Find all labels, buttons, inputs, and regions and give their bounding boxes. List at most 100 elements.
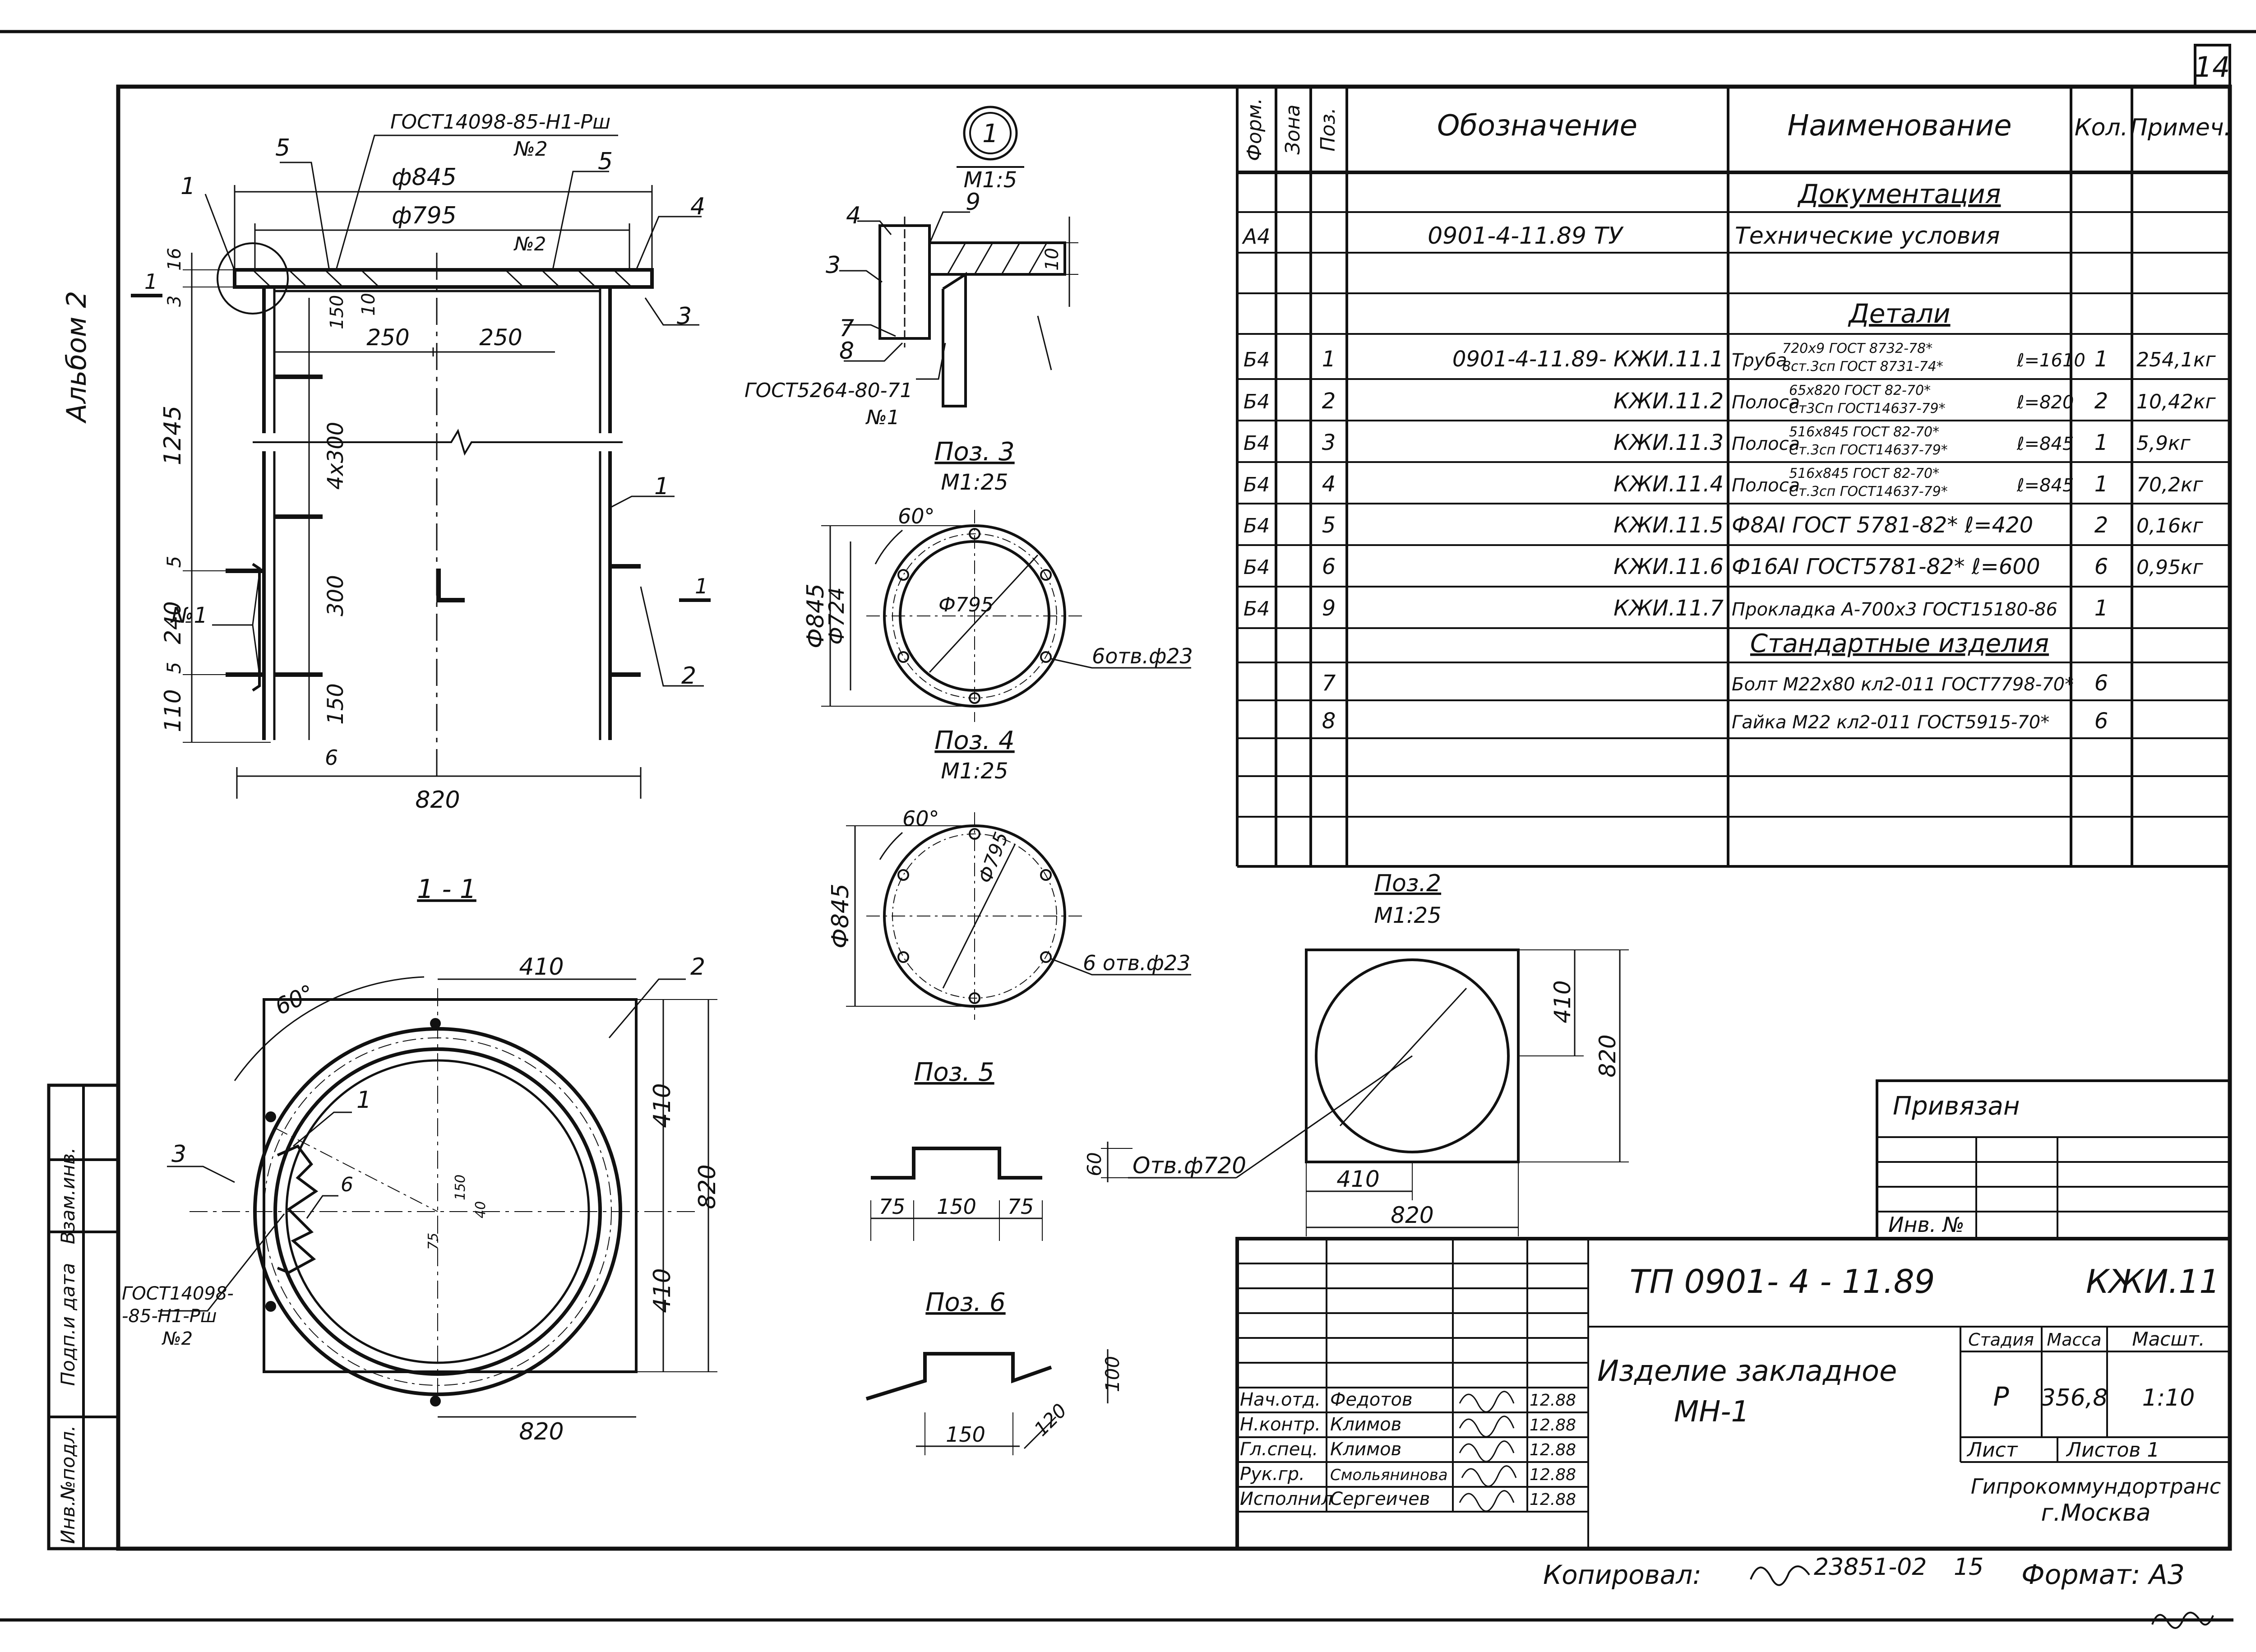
row-name: Ф8АI ГОСТ 5781-82* ℓ=420 [1732,513,2033,538]
table-row: Б4 9 КЖИ.11.7 Прокладка А-700х3 ГОСТ1518… [1244,596,2108,621]
pos3-scale: М1:25 [941,470,1008,495]
signer-name: Сергеичев [1330,1489,1430,1509]
node-number: 1 [982,119,999,148]
pos4-scale: М1:25 [941,759,1008,784]
pos2-title: Поз.2 [1374,870,1441,897]
pos6-d100: 100 [1101,1356,1123,1392]
dim-410-r2: 410 [649,1268,676,1313]
gost-label: ГОСТ5264-80-71 [744,379,912,402]
row-format: Б4 [1244,390,1270,413]
row-qty: 6 [2094,554,2108,579]
signer-role: Рук.гр. [1240,1464,1305,1485]
dim-16: 16 [164,248,185,271]
signer-name: Федотов [1330,1389,1413,1410]
callout-9: 9 [966,189,980,216]
row-designation: КЖИ.11.5 [1613,513,1724,538]
callout-4: 4 [846,202,861,229]
pos2-d820: 820 [1595,1034,1621,1077]
stamp-vzam: Взам.инв. [57,1148,79,1245]
row-name-suffix: ℓ=820 [2016,392,2074,413]
format-label: Формат: А3 [2021,1559,2185,1591]
section-parts: Детали [1847,298,1950,329]
dim-1245: 1245 [159,406,186,465]
dim-150: 150 [327,295,347,329]
row-qty: 1 [2094,347,2108,372]
doc-code: ТП 0901- 4 - 11.89 [1630,1263,1935,1300]
hdr-pos: Поз. [1317,107,1340,151]
pos3-angle: 60° [898,504,935,528]
row-name-prefix: Полоса [1732,475,1800,496]
pos2-d410: 410 [1549,980,1576,1023]
row-name-prefix: Труба [1732,350,1787,371]
row-name-suffix: ℓ=1610 [2016,350,2085,371]
signer-date: 12.88 [1530,1416,1576,1435]
pos6-d150: 150 [946,1422,985,1447]
bottom-notes: Копировал: 23851-02 15 Формат: А3 [1543,1554,2214,1629]
row-name-top: 65х820 ГОСТ 82-70* [1789,383,1931,398]
cut-mark-right: 1 [695,574,708,598]
gost-2: -85-Н1-Рш [122,1306,217,1327]
dim-d795: ф795 [392,202,457,229]
album-label: Альбом 2 [61,291,92,424]
spec-table: Форм. Зона Поз. Обозначение Наименование… [1236,87,2231,868]
item-name-1: Изделие закладное [1597,1355,1897,1388]
dim-75: 75 [425,1233,441,1250]
angle-60: 60° [271,980,319,1020]
copied-label: Копировал: [1543,1559,1701,1590]
signature-mark [1459,1490,1515,1512]
row-qty: 1 [2094,596,2108,621]
callout-5a: 5 [275,134,290,162]
callout-1: 1 [356,1087,371,1114]
row-name-bottom: Ст.3сп ГОСТ14637-79* [1789,442,1948,458]
pos3-d795: Ф795 [938,593,994,616]
pos5-title: Поз. 5 [914,1058,994,1087]
table-row: Б4 4 КЖИ.11.4 Полоса 516х845 ГОСТ 82-70*… [1244,466,2204,500]
row-pos: 8 [1322,708,1336,734]
table-row: Б4 2 КЖИ.11.2 Полоса 65х820 ГОСТ 82-70* … [1244,383,2216,416]
row-qty: 1 [2094,472,2108,497]
item-name-2: МН-1 [1674,1395,1749,1429]
signer-date: 12.88 [1530,1391,1576,1410]
pos3-d845: Ф845 [802,583,829,648]
row-pos: 2 [1322,389,1336,414]
callout-5b: 5 [598,148,613,175]
pos5-d150: 150 [937,1194,976,1219]
signature-mark [1459,1391,1515,1413]
row-name-prefix: Полоса [1732,434,1800,454]
dim-250a: 250 [366,324,409,351]
privyazan-block: Привязан Инв. № [1876,1079,2231,1240]
callout-8: 8 [839,338,854,365]
gost-1: ГОСТ14098- [122,1283,234,1304]
signature-mark [1459,1440,1515,1462]
signer-date: 12.88 [1530,1466,1576,1484]
row-name: Гайка М22 кл2-011 ГОСТ5915-70* [1732,712,2049,733]
dim-10: 10 [1042,248,1063,271]
dim-410-r1: 410 [649,1083,676,1128]
pos2-scale: М1:25 [1374,903,1441,928]
node-1-detail: 1 М1:5 4 9 3 7 8 10 ГОСТ5264-80-71 №1 [744,106,1078,429]
row-pos: 5 [1322,513,1336,538]
label-n1: №1 [170,603,208,628]
row-designation: 0901-4-11.89- КЖИ.11.1 [1452,347,1724,372]
row-pos: 6 [1322,554,1336,579]
row-name-bottom: 8ст.3сп ГОСТ 8731-74* [1782,359,1943,375]
row-qty: 1 [2094,430,2108,455]
page-number: 14 [2195,51,2230,83]
callout-3: 3 [677,303,692,330]
mass-label: Масса [2047,1330,2101,1350]
pos5-d60: 60 [1083,1152,1105,1176]
callout-2: 2 [690,953,705,981]
hdr-format: Форм. [1243,98,1266,161]
signer-rows: Нач.отд. Федотов 12.88 Н.контр. Климов 1… [1240,1389,1576,1512]
table-row: Б4 5 КЖИ.11.5 Ф8АI ГОСТ 5781-82* ℓ=420 2… [1244,513,2204,538]
pos2-hole: Отв.ф720 [1133,1152,1246,1179]
section-1-1: 1 - 1 60° 410 410 410 820 820 150 40 75 [122,874,721,1445]
table-row: Б4 1 0901-4-11.89- КЖИ.11.1 Труба 720х9 … [1244,341,2216,375]
pos4-d845: Ф845 [827,884,854,949]
pos5-d75a: 75 [879,1194,906,1219]
callout-6: 6 [341,1173,353,1196]
signer-role: Нач.отд. [1240,1389,1321,1410]
pos4-d795: Ф795 [974,829,1012,886]
pos-6-view: Поз. 6 100 150 120 [865,1288,1123,1455]
